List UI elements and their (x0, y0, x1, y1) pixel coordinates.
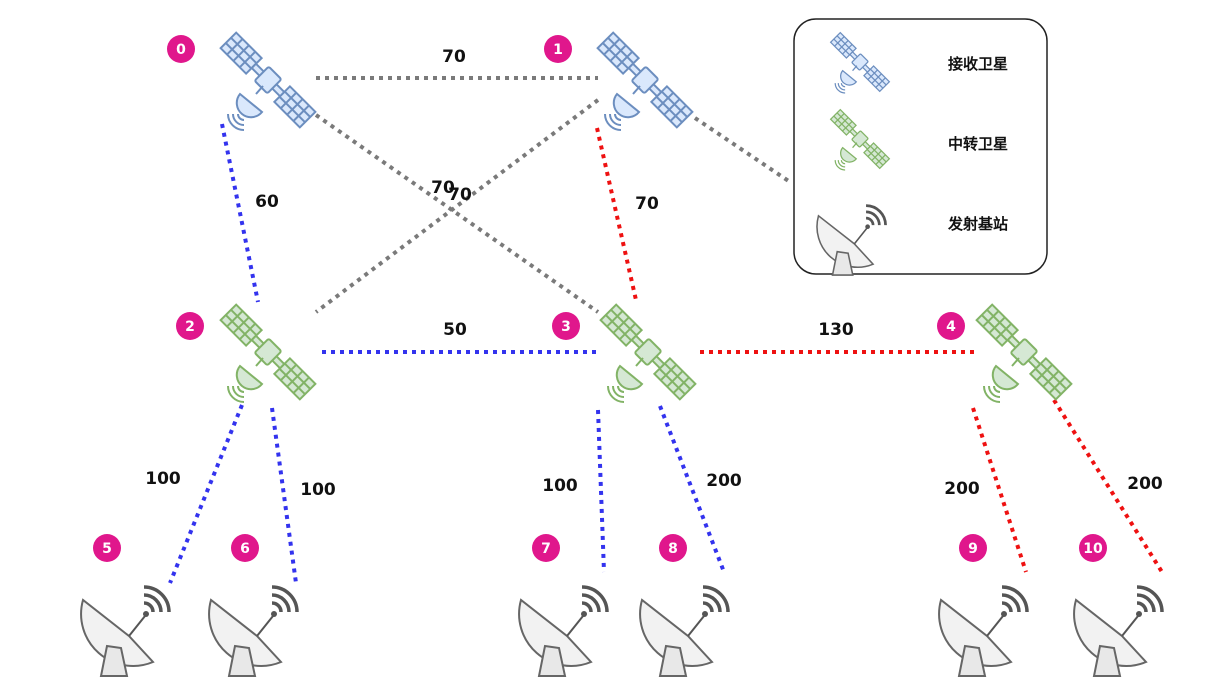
link-2-6 (270, 407, 298, 584)
nodes-layer: 0 1 2 3 4 5 6 7 8 9 10 (79, 31, 1164, 678)
node-badge-label: 1 (553, 42, 563, 58)
node-6: 6 (207, 534, 299, 678)
base-station-icon (517, 585, 609, 678)
legend: 接收卫星 中转卫星 发射基站 (793, 18, 1048, 277)
base-station-icon (937, 585, 1029, 678)
node-badge-label: 0 (176, 42, 186, 58)
node-badge-label: 8 (668, 541, 678, 557)
base-station-icon (79, 585, 171, 678)
base-station-icon (207, 585, 299, 678)
base-station-icon (638, 585, 730, 678)
node-badge-label: 10 (1083, 541, 1103, 557)
node-badge-label: 2 (185, 319, 195, 335)
base-station-icon (1072, 585, 1164, 678)
node-badge-label: 3 (561, 319, 571, 335)
link-2-5 (168, 404, 244, 584)
node-badge (231, 534, 259, 562)
legend-station-label: 发射基站 (947, 215, 1008, 233)
node-badge (93, 534, 121, 562)
link-weight-4-9: 200 (944, 479, 980, 499)
link-1-3 (595, 127, 638, 301)
link-weight-2-3: 50 (443, 320, 467, 340)
node-badge-label: 9 (968, 541, 978, 557)
node-badge (937, 312, 965, 340)
link-1-4 (693, 116, 792, 184)
node-badge (176, 312, 204, 340)
node-badge-label: 5 (102, 541, 112, 557)
legend-box (793, 18, 1048, 275)
link-weight-3-7: 100 (542, 476, 578, 496)
node-8: 8 (638, 534, 730, 678)
link-weight-0-1: 70 (442, 47, 466, 67)
link-weight-4-10: 200 (1127, 474, 1163, 494)
link-4-9 (971, 407, 1028, 573)
relay-satellite-icon (599, 303, 697, 403)
node-0: 0 (167, 31, 317, 132)
node-badge-label: 6 (240, 541, 250, 557)
node-badge (1079, 534, 1107, 562)
node-badge-label: 7 (541, 541, 551, 557)
node-1: 1 (544, 31, 694, 132)
link-weight-0-3: 70 (431, 178, 455, 198)
relay-satellite-icon (975, 303, 1073, 403)
node-badge (659, 534, 687, 562)
node-badge (552, 312, 580, 340)
relay-satellite-icon (219, 303, 317, 403)
link-0-3 (314, 113, 600, 314)
receive-satellite-icon (596, 31, 694, 132)
node-2: 2 (176, 303, 317, 403)
node-7: 7 (517, 534, 609, 678)
link-weight-2-6: 100 (300, 480, 336, 500)
node-10: 10 (1072, 534, 1164, 678)
node-badge (544, 35, 572, 63)
node-badge (532, 534, 560, 562)
node-badge (959, 534, 987, 562)
link-0-2 (220, 123, 260, 303)
link-3-7 (596, 409, 606, 573)
link-weight-2-5: 100 (145, 469, 181, 489)
node-3: 3 (552, 303, 697, 403)
links-layer (168, 76, 1164, 584)
node-4: 4 (937, 303, 1073, 403)
node-badge (167, 35, 195, 63)
legend-relay-label: 中转卫星 (948, 135, 1008, 153)
link-4-10 (1052, 398, 1164, 574)
receive-satellite-icon (219, 31, 317, 132)
link-weight-1-2: 70 (448, 185, 472, 205)
link-3-8 (658, 405, 726, 573)
link-weight-3-4: 130 (818, 320, 854, 340)
link-weight-0-2: 60 (255, 192, 279, 212)
node-5: 5 (79, 534, 171, 678)
node-badge-label: 4 (946, 319, 956, 335)
link-weight-3-8: 200 (706, 471, 742, 491)
legend-receive-label: 接收卫星 (948, 55, 1008, 73)
link-weight-1-3: 70 (635, 194, 659, 214)
node-9: 9 (937, 534, 1029, 678)
